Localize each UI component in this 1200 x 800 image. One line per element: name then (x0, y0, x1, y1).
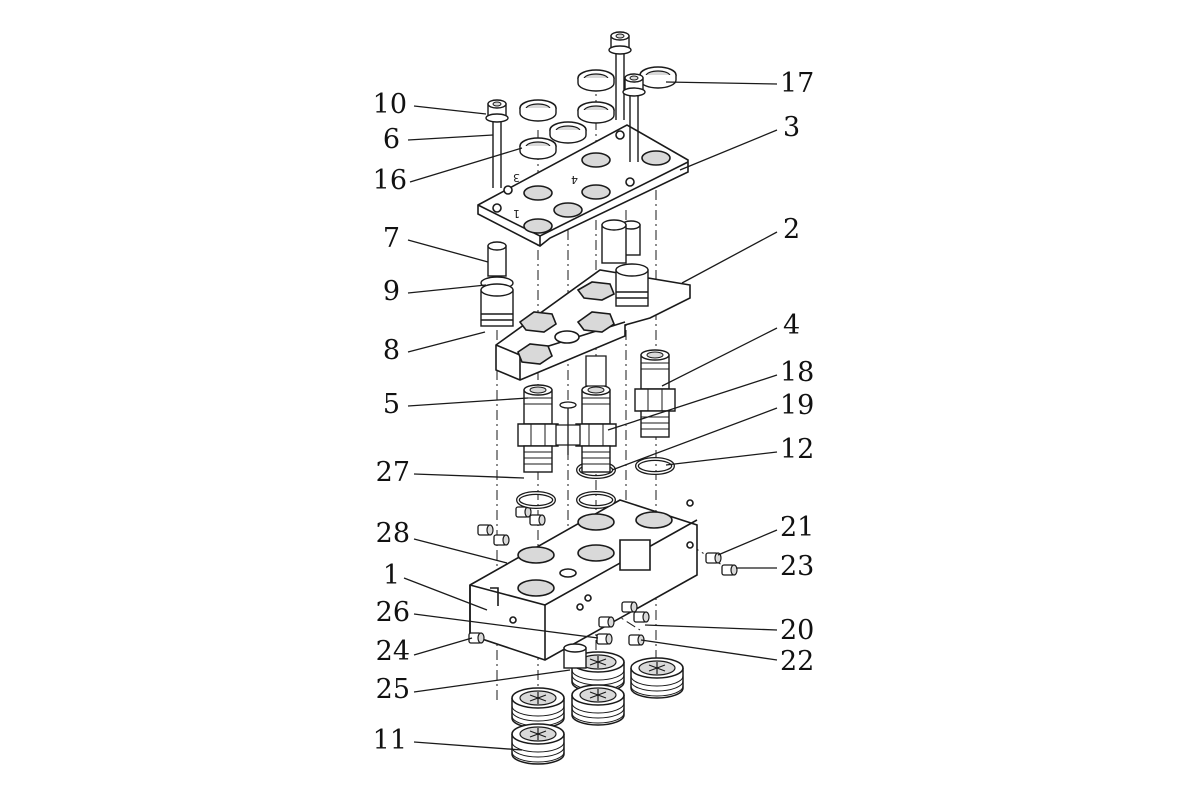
label-part-3: 3 (783, 112, 801, 143)
label-part-20: 20 (780, 615, 815, 646)
label-part-2: 2 (783, 214, 801, 245)
coupler-right (601, 219, 649, 307)
coupler-7-8-9 (480, 241, 514, 327)
leader-lines (403, 81, 778, 751)
label-part-22: 22 (780, 646, 815, 677)
lower-caps (511, 651, 684, 765)
plate-marking-3: 3 (513, 171, 520, 184)
label-part-24: 24 (375, 636, 410, 667)
label-part-5: 5 (382, 389, 400, 420)
label-part-7: 7 (382, 223, 400, 254)
label-part-16: 16 (372, 165, 407, 196)
label-part-6: 6 (382, 124, 400, 155)
label-part-1: 1 (382, 560, 400, 591)
label-part-10: 10 (372, 89, 407, 120)
label-part-23: 23 (780, 551, 815, 582)
fittings (517, 349, 676, 473)
label-part-11: 11 (372, 725, 407, 756)
label-part-9: 9 (382, 276, 400, 307)
label-part-27: 27 (375, 457, 410, 488)
label-part-19: 19 (780, 390, 815, 421)
plate-marking-1: 1 (513, 207, 520, 220)
label-part-8: 8 (382, 335, 400, 366)
label-part-26: 26 (375, 597, 410, 628)
top-plate: 1 3 4 (477, 124, 689, 247)
label-part-12: 12 (780, 434, 815, 465)
label-part-17: 17 (780, 68, 815, 99)
label-part-25: 25 (375, 674, 410, 705)
label-part-4: 4 (783, 310, 801, 341)
label-part-28: 28 (375, 518, 410, 549)
plate-marking-4: 4 (571, 173, 578, 186)
label-part-21: 21 (780, 512, 815, 543)
plug-25 (563, 643, 587, 669)
manifold-block (469, 499, 698, 661)
label-part-18: 18 (780, 357, 815, 388)
